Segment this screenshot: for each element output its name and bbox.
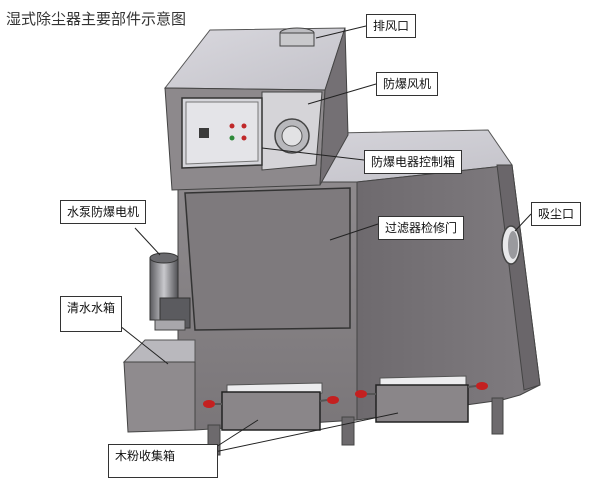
label-sawdust-box: 木粉收集箱 (108, 444, 218, 478)
label-pump-motor: 水泵防爆电机 (60, 200, 147, 224)
label-water-tank: 清水水箱 (60, 296, 123, 332)
water-tank-top (122, 339, 196, 363)
water-tank-front (123, 361, 196, 433)
fan-housing-side (319, 27, 349, 186)
filter-inspection-door (184, 187, 351, 331)
label-dust-inlet: 吸尘口 (531, 202, 582, 226)
exhaust-outlet-pipe (279, 32, 315, 47)
sawdust-box-left (221, 391, 321, 431)
diagram-title: 湿式除尘器主要部件示意图 (6, 10, 187, 28)
sawdust-box-right (375, 384, 469, 423)
label-fan: 防爆风机 (376, 72, 439, 96)
label-control-box: 防爆电器控制箱 (364, 150, 463, 174)
label-exhaust-outlet: 排风口 (366, 14, 417, 38)
label-filter-door: 过滤器检修门 (378, 216, 465, 240)
